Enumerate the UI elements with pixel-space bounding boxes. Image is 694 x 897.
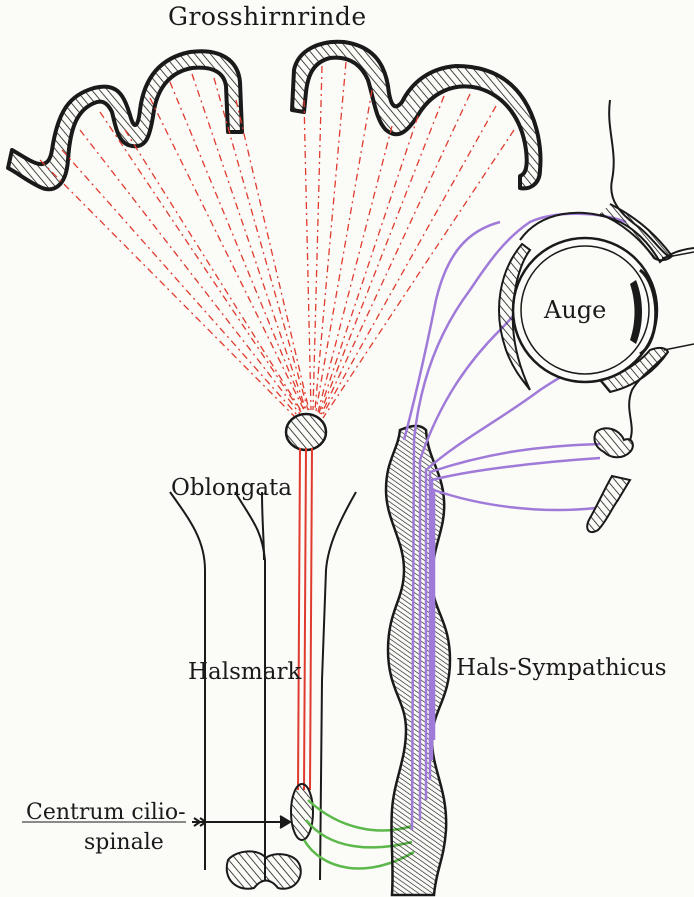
label-cortex: Grosshirnrinde	[168, 2, 367, 31]
label-cervical-sympathetic: Hals-Sympathicus	[456, 655, 667, 681]
label-eye: Auge	[544, 296, 606, 324]
ciliospinal-center	[291, 784, 313, 840]
descending-tract	[298, 448, 312, 790]
sweat-gland	[594, 428, 632, 457]
spinal-cross-section	[227, 851, 301, 888]
label-oblongata: Oblongata	[171, 475, 292, 501]
label-ciliospinal-line2: spinale	[84, 830, 164, 855]
label-cervical-cord: Halsmark	[188, 659, 301, 685]
label-ciliospinal-line1: Centrum cilio-	[26, 800, 186, 825]
sympathetic-trunk	[386, 426, 450, 895]
midbrain-nucleus	[286, 414, 326, 450]
cortex-left-gyri	[8, 51, 242, 189]
lid-lines	[662, 252, 694, 350]
cortex-right-gyri	[292, 42, 540, 189]
blood-vessel	[587, 476, 630, 532]
